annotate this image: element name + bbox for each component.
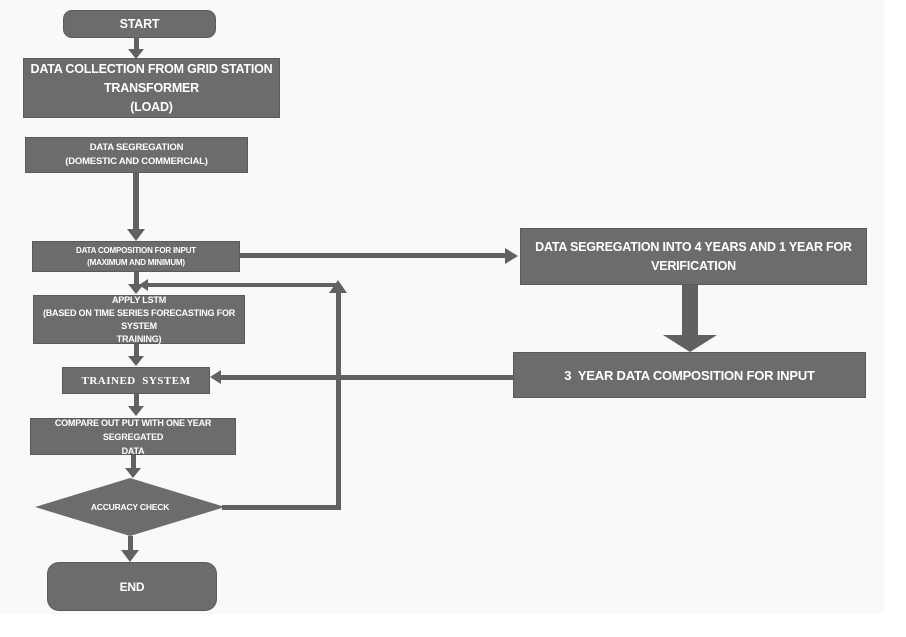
node-apply-lstm: APPLY LSTM (BASED ON TIME SERIES FORECAS… <box>33 295 245 344</box>
node-data-collection: DATA COLLECTION FROM GRID STATION TRANSF… <box>23 58 280 118</box>
node-segregation-4-years-line1: DATA SEGREGATION INTO 4 YEARS AND 1 YEAR… <box>535 239 852 254</box>
node-accuracy-check-label: ACCURACY CHECK <box>90 502 170 512</box>
node-segregation-4-years: DATA SEGREGATION INTO 4 YEARS AND 1 YEAR… <box>520 228 867 285</box>
arrow-trained-to-compare-shaft <box>134 394 139 407</box>
arrow-start-to-collection-shaft <box>134 37 139 50</box>
node-start-label: START <box>119 17 160 31</box>
node-composition-3-year-label: 3 YEAR DATA COMPOSITION FOR INPUT <box>564 367 815 383</box>
node-start: START <box>63 10 216 38</box>
node-data-collection-line3: (LOAD) <box>130 99 173 114</box>
flowchart-canvas: START DATA COLLECTION FROM GRID STATION … <box>23 10 867 611</box>
node-apply-lstm-line3: TRAINING) <box>116 333 162 344</box>
arrow-3year-to-trained-shaft <box>221 375 513 380</box>
node-apply-lstm-line2: (BASED ON TIME SERIES FORECASTING FOR SY… <box>42 307 238 331</box>
arrow-lstm-to-trained-head <box>128 356 144 366</box>
arrow-segregation-to-composition-shaft <box>133 172 139 230</box>
arrow-accuracy-to-end-shaft <box>128 536 133 551</box>
arrow-compare-to-accuracy-shaft <box>131 455 136 469</box>
loop-accuracy-horizontal-top <box>147 283 337 287</box>
node-compare-output-line1: COMPARE OUT PUT WITH ONE YEAR SEGREGATED <box>54 417 214 442</box>
arrow-lstm-to-trained-shaft <box>134 344 139 357</box>
node-apply-lstm-line1: APPLY LSTM <box>111 294 166 305</box>
node-segregation-4-years-line2: VERIFICATION <box>651 258 736 273</box>
node-data-segregation: DATA SEGREGATION (DOMESTIC AND COMMERCIA… <box>25 137 248 173</box>
node-compare-output: COMPARE OUT PUT WITH ONE YEAR SEGREGATED… <box>30 417 236 456</box>
node-data-segregation-line2: (DOMESTIC AND COMMERCIAL) <box>65 156 208 167</box>
node-data-composition-line2: (MAXIMUM AND MINIMUM) <box>87 257 185 267</box>
arrow-composition-to-lstm-shaft <box>134 272 139 285</box>
node-end-label: END <box>119 579 145 594</box>
node-accuracy-check: ACCURACY CHECK <box>35 478 225 536</box>
node-data-segregation-line1: DATA SEGREGATION <box>89 142 184 153</box>
loop-accuracy-vertical <box>336 293 341 508</box>
arrow-compare-to-accuracy-head <box>125 468 141 478</box>
arrow-4years-to-3year-head <box>663 335 717 352</box>
arrow-start-to-collection-head <box>128 49 144 59</box>
node-data-collection-line2: TRANSFORMER <box>103 80 200 95</box>
node-trained-system-label: TRAINED SYSTEM <box>81 374 191 387</box>
node-compare-output-line2: DATA <box>121 445 145 456</box>
node-trained-system: TRAINED SYSTEM <box>62 367 210 394</box>
node-data-composition: DATA COMPOSITION FOR INPUT (MAXIMUM AND … <box>32 241 240 272</box>
arrow-composition-to-lstm-head <box>128 284 144 294</box>
arrow-trained-to-compare-head <box>128 406 144 416</box>
arrow-composition-to-4years-head <box>505 248 518 264</box>
arrow-4years-to-3year-shaft <box>682 285 698 336</box>
arrow-segregation-to-composition-head <box>127 229 145 241</box>
arrow-composition-to-4years-shaft <box>240 253 506 258</box>
node-composition-3-year: 3 YEAR DATA COMPOSITION FOR INPUT <box>513 352 866 398</box>
node-data-composition-line1: DATA COMPOSITION FOR INPUT <box>76 245 196 255</box>
arrow-accuracy-to-end-head <box>121 550 139 562</box>
node-end: END <box>47 562 217 611</box>
loop-accuracy-horizontal-bottom <box>222 505 341 510</box>
node-data-collection-line1: DATA COLLECTION FROM GRID STATION <box>30 61 273 76</box>
arrow-3year-to-trained-head <box>210 370 221 384</box>
loop-accuracy-left-head <box>139 279 148 291</box>
